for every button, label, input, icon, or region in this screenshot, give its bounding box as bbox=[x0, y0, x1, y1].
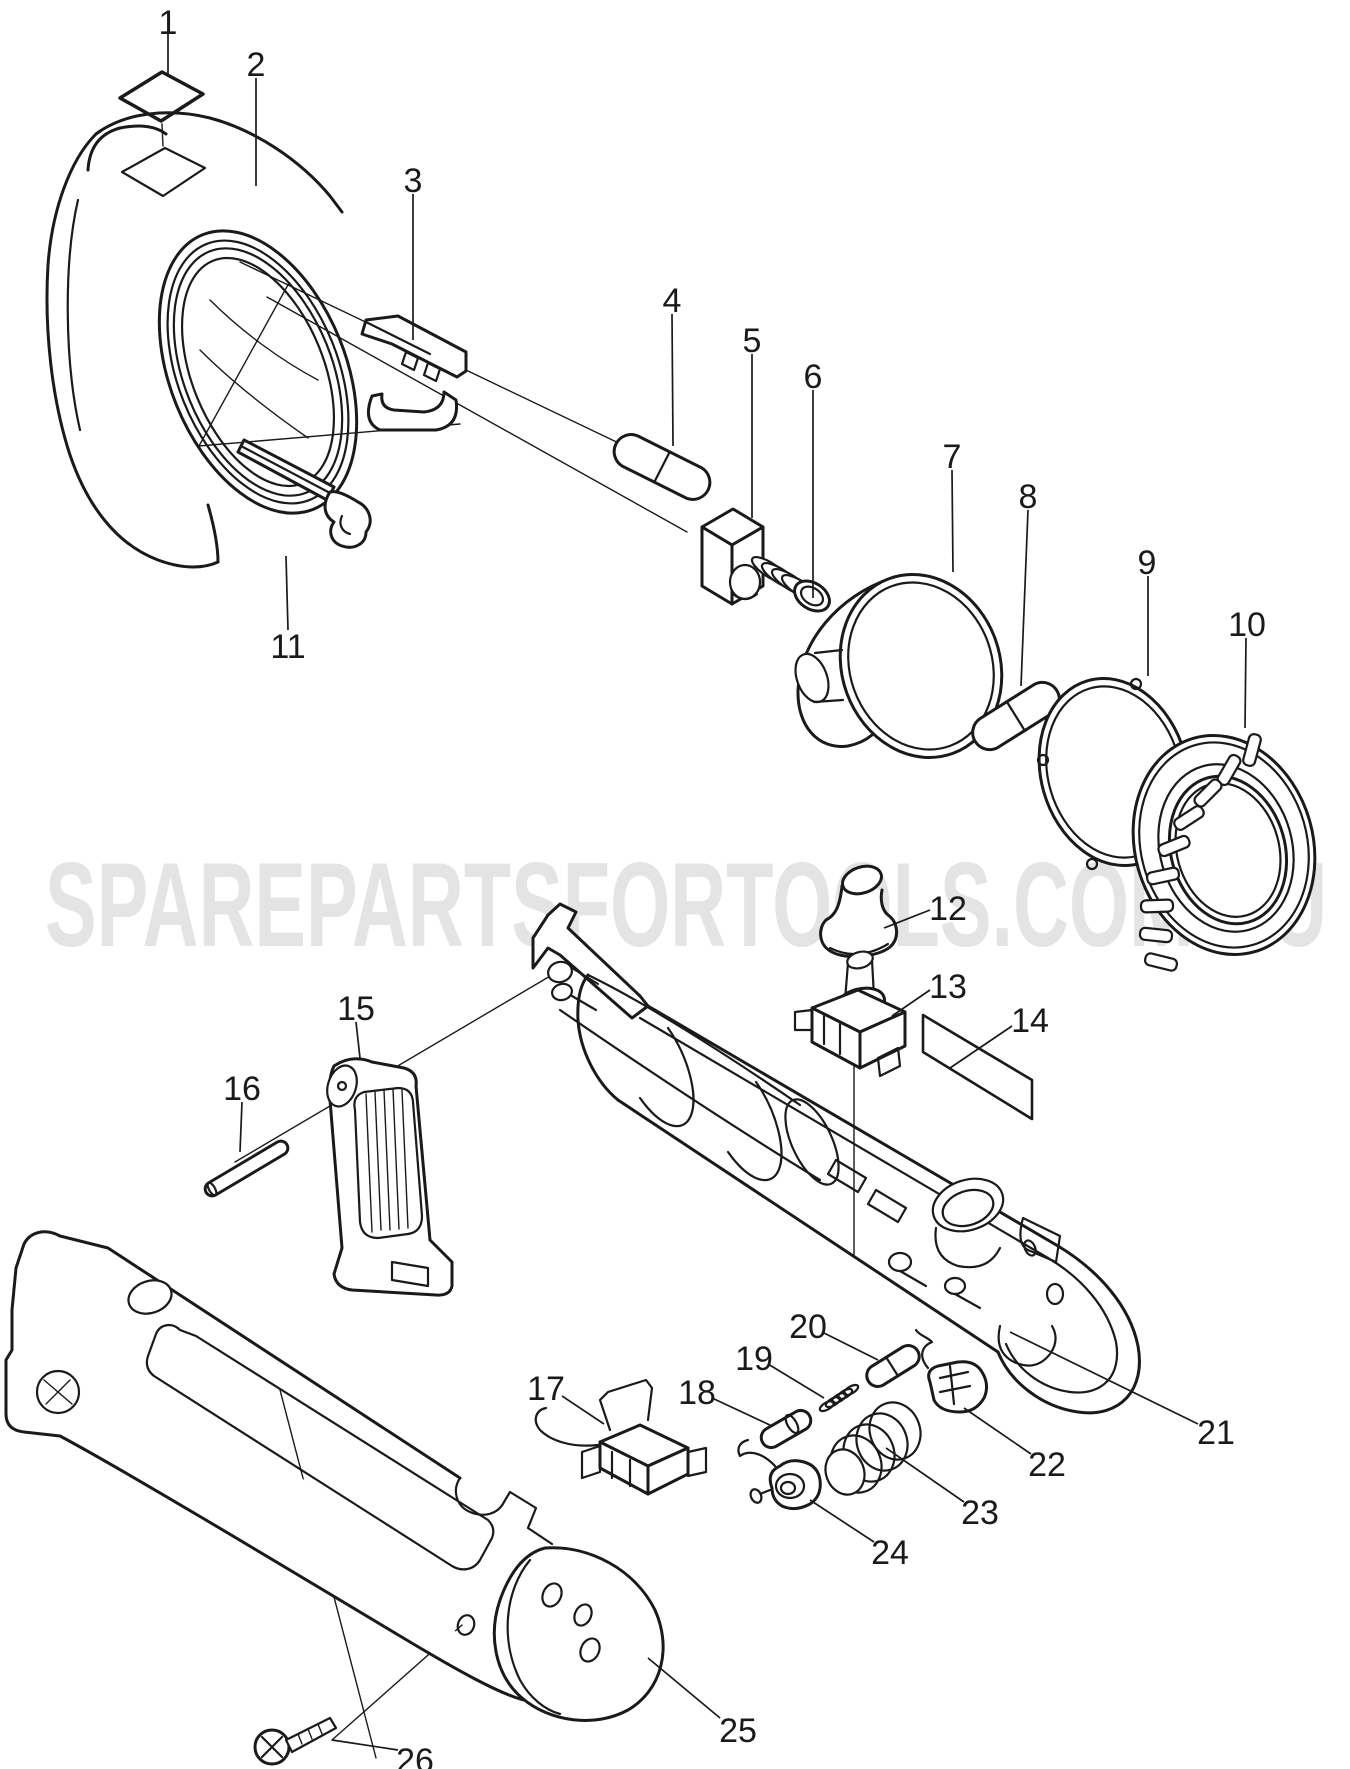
part-26-drawing bbox=[253, 1716, 338, 1766]
part-19-number: 19 bbox=[735, 1340, 773, 1378]
part-10-leader-line bbox=[1244, 637, 1247, 729]
part-23-number: 23 bbox=[961, 1494, 999, 1532]
part-22-leader-line bbox=[963, 1407, 1032, 1455]
part-22-number: 22 bbox=[1028, 1446, 1066, 1484]
part-24-leader-line bbox=[809, 1499, 875, 1543]
part-5-number: 5 bbox=[743, 322, 762, 360]
part-12-drawing bbox=[819, 864, 898, 959]
part-17-leader-line bbox=[561, 1395, 605, 1425]
part-7-drawing bbox=[794, 573, 1004, 759]
part-14-label: 14 bbox=[949, 1002, 1049, 1069]
part-7-label: 7 bbox=[943, 438, 962, 573]
part-4-label: 4 bbox=[663, 282, 682, 447]
part-10-number: 10 bbox=[1228, 606, 1266, 644]
part-17-label: 17 bbox=[527, 1370, 605, 1425]
part-23-label: 23 bbox=[885, 1447, 999, 1532]
part-14-leader-line bbox=[949, 1025, 1013, 1069]
part-21-drawing bbox=[531, 902, 1141, 1415]
part-24-number: 24 bbox=[871, 1534, 909, 1572]
part-6-drawing bbox=[750, 556, 831, 613]
part-18-leader-line bbox=[711, 1397, 773, 1427]
part-19-label: 19 bbox=[735, 1340, 825, 1399]
part-7-number: 7 bbox=[943, 438, 962, 476]
part-1-number: 1 bbox=[159, 4, 178, 42]
part-2-drawing bbox=[45, 111, 359, 569]
part-11-leader-line bbox=[285, 555, 289, 631]
part-16-leader-line bbox=[239, 1101, 243, 1153]
part-11-drawing bbox=[236, 438, 372, 549]
part-13-leader-line bbox=[891, 989, 931, 1017]
part-18-drawing bbox=[759, 1408, 813, 1450]
part-2-label: 2 bbox=[247, 46, 266, 186]
part-3-label: 3 bbox=[404, 162, 423, 340]
part-10-drawing bbox=[1131, 733, 1317, 972]
part-18-number: 18 bbox=[678, 1374, 716, 1412]
part-13-drawing bbox=[793, 950, 907, 1078]
part-15-drawing bbox=[326, 1057, 454, 1297]
part-21-label: 21 bbox=[1009, 1331, 1235, 1452]
part-6-number: 6 bbox=[804, 358, 823, 396]
part-25-drawing bbox=[4, 1230, 665, 1722]
part-6-label: 6 bbox=[804, 358, 823, 598]
part-13-label: 13 bbox=[891, 968, 967, 1017]
part-12-leader-line bbox=[883, 909, 931, 929]
part-22-drawing bbox=[914, 1328, 989, 1414]
part-4-number: 4 bbox=[663, 282, 682, 320]
part-15-number: 15 bbox=[337, 990, 375, 1028]
part-26-leader-line bbox=[331, 1739, 399, 1751]
part-26-number: 26 bbox=[396, 1742, 434, 1769]
part-17-number: 17 bbox=[527, 1370, 565, 1408]
part-20-drawing bbox=[865, 1344, 921, 1388]
part-11-number: 11 bbox=[270, 628, 305, 666]
part-11-label: 11 bbox=[270, 555, 306, 666]
part-12-label: 12 bbox=[883, 890, 967, 929]
part-21-number: 21 bbox=[1197, 1414, 1235, 1452]
part-9-number: 9 bbox=[1138, 544, 1157, 582]
part-25-label: 25 bbox=[647, 1657, 757, 1750]
part-15-leader-line bbox=[355, 1021, 361, 1059]
part-19-leader-line bbox=[767, 1363, 825, 1399]
part-25-number: 25 bbox=[719, 1712, 757, 1750]
part-10-label: 10 bbox=[1228, 606, 1266, 729]
part-13-number: 13 bbox=[929, 968, 967, 1006]
part-2-number: 2 bbox=[247, 46, 266, 84]
part-12-number: 12 bbox=[929, 890, 967, 928]
part-23-drawing bbox=[824, 1401, 922, 1496]
part-8-leader-line bbox=[1020, 509, 1029, 687]
part-22-label: 22 bbox=[963, 1407, 1066, 1484]
part-17-drawing bbox=[534, 1378, 708, 1496]
part-19-drawing bbox=[818, 1383, 860, 1413]
part-24-label: 24 bbox=[809, 1499, 909, 1572]
part-14-drawing bbox=[921, 1013, 1034, 1121]
part-3-number: 3 bbox=[404, 162, 423, 200]
part-23-leader-line bbox=[885, 1447, 965, 1503]
part-18-label: 18 bbox=[678, 1374, 773, 1427]
part-5-drawing bbox=[700, 507, 765, 606]
part-3-drawing bbox=[360, 314, 468, 432]
part-21-leader-line bbox=[1009, 1331, 1199, 1425]
part-16-drawing bbox=[203, 1139, 290, 1198]
part-20-label: 20 bbox=[789, 1308, 879, 1361]
part-16-label: 16 bbox=[223, 1070, 261, 1153]
part-8-label: 8 bbox=[1019, 478, 1038, 687]
part-20-number: 20 bbox=[789, 1308, 827, 1346]
part-5-label: 5 bbox=[743, 322, 762, 518]
part-26-label: 26 bbox=[331, 1739, 434, 1769]
part-1-label: 1 bbox=[159, 4, 178, 76]
part-16-number: 16 bbox=[223, 1070, 261, 1108]
part-4-drawing bbox=[612, 433, 712, 501]
part-8-number: 8 bbox=[1019, 478, 1038, 516]
part-9-label: 9 bbox=[1138, 544, 1157, 676]
part-20-leader-line bbox=[821, 1331, 879, 1361]
part-7-leader-line bbox=[951, 469, 954, 573]
part-25-leader-line bbox=[647, 1657, 721, 1719]
part-14-number: 14 bbox=[1011, 1002, 1049, 1040]
part-15-label: 15 bbox=[337, 990, 375, 1059]
part-4-leader-line bbox=[671, 313, 674, 447]
part-24-drawing bbox=[737, 1438, 822, 1511]
